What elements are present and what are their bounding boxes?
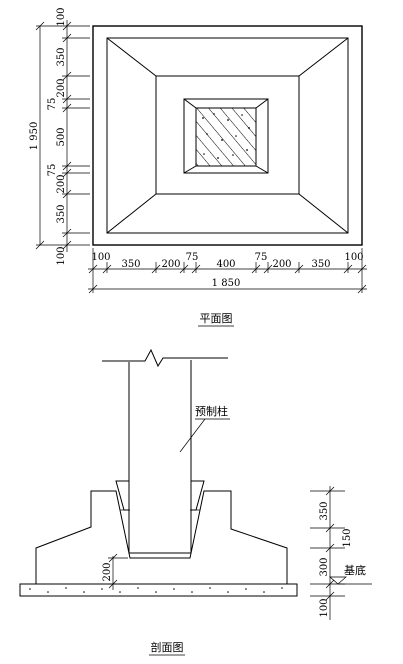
plan-slope-outline	[106, 37, 349, 234]
section-dim-1: 350	[319, 501, 330, 520]
plan-hdim-2: 350	[121, 259, 140, 270]
plan-hdim-3: 200	[161, 259, 180, 270]
plan-vertical-dimension-chain: 100 350 200 75 500 75 200 350 100 1 950	[29, 7, 90, 266]
plan-slope-edges	[106, 37, 349, 234]
plan-vdim-3: 200	[56, 78, 67, 97]
plan-vdim-4: 75	[47, 98, 58, 111]
plan-outer-outline	[92, 25, 363, 246]
plan-view: 100 350 200 75 500 75 200 350 100 1 950	[29, 7, 367, 327]
plan-hdim-1: 100	[91, 252, 110, 263]
plan-pedestal-outline	[155, 75, 300, 195]
section-right-dimension-chain: 350 150 300 100 基底	[310, 486, 372, 620]
section-caption: 剖面图	[151, 640, 184, 654]
plan-vdim-7: 200	[56, 174, 67, 193]
blinding-speckle	[29, 587, 283, 593]
plan-horizontal-dimension-chain: 100 350 200 75 400 75 200 350 100 1 850	[88, 248, 367, 294]
column-leader-line	[179, 418, 206, 453]
plan-column-section	[195, 107, 257, 167]
plan-vertical-total: 1 950	[29, 122, 40, 151]
base-level-marker	[329, 576, 347, 585]
section-dim-4: 100	[319, 598, 330, 617]
section-dim-2: 150	[342, 528, 353, 547]
plan-vdim-9: 100	[56, 246, 67, 265]
section-dim-3: 300	[319, 557, 330, 576]
plan-column-speckle	[202, 113, 250, 159]
column-label: 预制柱	[195, 404, 228, 418]
section-view: 预制柱 200	[19, 348, 372, 656]
plan-hdim-5: 400	[216, 259, 235, 270]
plan-vdim-5: 500	[56, 127, 67, 146]
plan-vdim-2: 350	[56, 47, 67, 66]
plan-vdim-1: 100	[56, 7, 67, 26]
plan-hdim-8: 350	[311, 259, 330, 270]
foundation-outline	[35, 490, 288, 584]
plan-cup-outline	[183, 98, 269, 174]
plan-horizontal-total: 1 850	[212, 278, 241, 289]
base-level-label: 基底	[344, 563, 366, 577]
plan-hdim-6: 75	[255, 252, 268, 263]
cup-depth-value: 200	[102, 562, 113, 581]
plan-hdim-9: 100	[344, 252, 363, 263]
plan-hdim-4: 75	[186, 252, 199, 263]
column-break-line	[102, 348, 228, 368]
precast-column	[128, 360, 192, 554]
plan-caption: 平面图	[200, 312, 233, 325]
plan-vdim-6: 75	[47, 164, 58, 177]
plan-vdim-8: 350	[56, 204, 67, 223]
cup-grout-wedges	[115, 480, 205, 511]
cup-depth-dimension: 200	[102, 553, 128, 590]
blinding-layer	[19, 583, 298, 597]
plan-hdim-7: 200	[272, 259, 291, 270]
